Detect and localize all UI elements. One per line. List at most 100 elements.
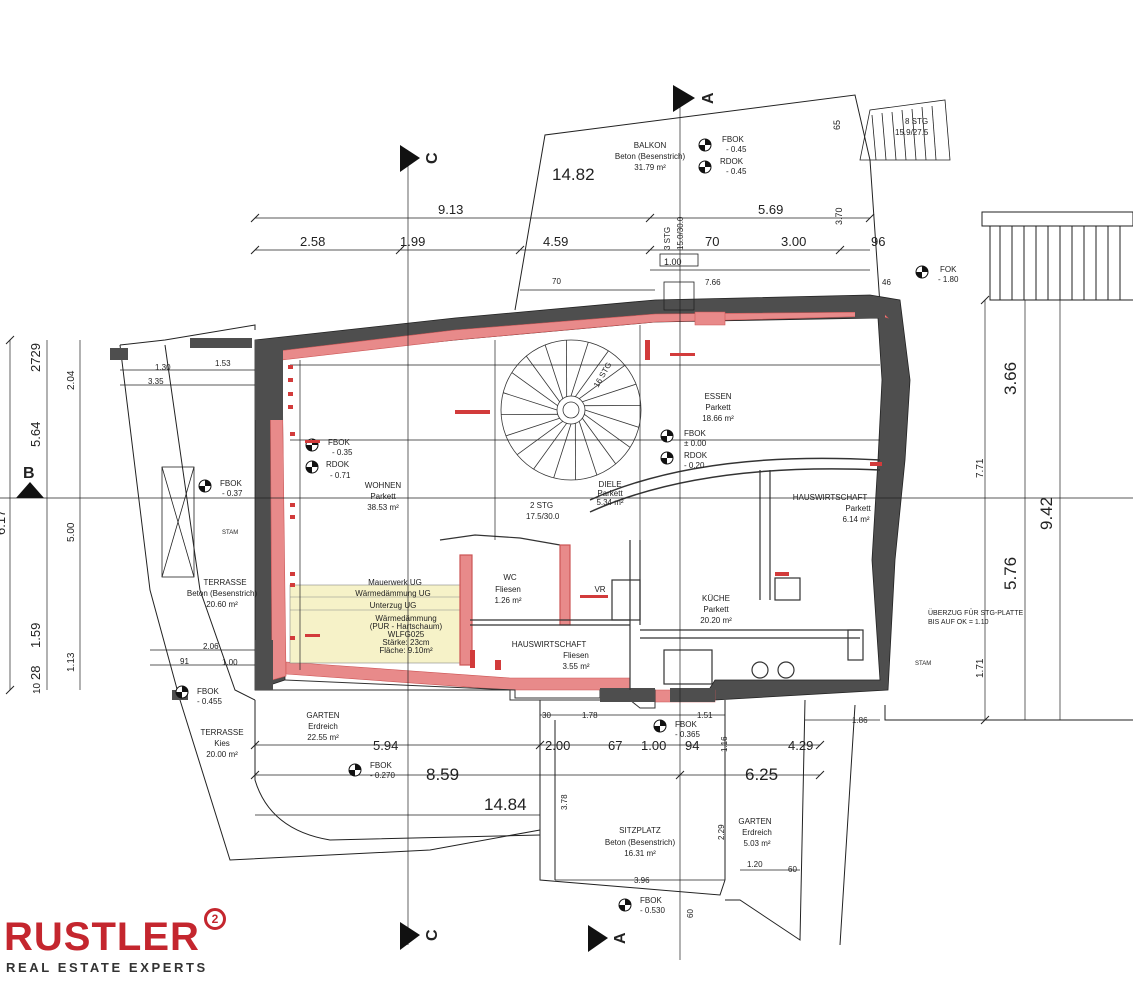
note-stam-1: STAM xyxy=(222,530,238,536)
svg-text:46: 46 xyxy=(882,278,891,287)
section-c-bottom-marker: C xyxy=(400,922,441,950)
spiral-tread xyxy=(553,423,572,478)
svg-text:FBOK: FBOK xyxy=(197,687,219,696)
svg-text:1.59: 1.59 xyxy=(28,623,43,648)
room-terrasse-beton: TERRASSE Beton (Besenstrich) 20.60 m² xyxy=(187,578,258,609)
window-elements xyxy=(161,253,699,578)
svg-text:60: 60 xyxy=(686,909,695,918)
svg-text:4.29: 4.29 xyxy=(788,738,813,753)
dimension-lines xyxy=(0,95,1133,960)
svg-text:7.71: 7.71 xyxy=(975,458,986,478)
spiral-tread xyxy=(544,344,564,399)
svg-text:GARTEN: GARTEN xyxy=(738,817,771,826)
spiral-tread xyxy=(505,417,560,437)
svg-text:16.31 m²: 16.31 m² xyxy=(624,849,656,858)
svg-text:Parkett: Parkett xyxy=(597,489,623,498)
svg-text:30: 30 xyxy=(542,711,551,720)
svg-text:± 0.00: ± 0.00 xyxy=(684,439,707,448)
level-marker-balkon-rdok: RDOK- 0.45 xyxy=(698,157,747,176)
svg-text:- 0.455: - 0.455 xyxy=(197,697,222,706)
fence-structure xyxy=(981,211,1133,301)
svg-text:(PUR - Hartschaum): (PUR - Hartschaum) xyxy=(370,622,443,631)
spiral-tread xyxy=(584,414,631,448)
svg-text:3.55 m²: 3.55 m² xyxy=(562,662,589,671)
spiral-tread xyxy=(578,421,598,476)
section-a-top-label: A xyxy=(700,92,717,104)
svg-text:Erdreich: Erdreich xyxy=(308,722,338,731)
level-marker-sitzplatz-fbok: FBOK- 0.365 xyxy=(653,719,700,739)
svg-text:5.76: 5.76 xyxy=(1001,557,1020,590)
svg-text:- 0.530: - 0.530 xyxy=(640,906,665,915)
svg-text:BALKON: BALKON xyxy=(634,141,667,150)
svg-text:HAUSWIRTSCHAFT: HAUSWIRTSCHAFT xyxy=(793,493,868,502)
svg-text:Beton (Besenstrich): Beton (Besenstrich) xyxy=(605,838,676,847)
room-garten-1: GARTEN Erdreich 22.55 m² xyxy=(306,711,339,742)
svg-text:Parkett: Parkett xyxy=(845,504,871,513)
svg-text:FBOK: FBOK xyxy=(684,429,706,438)
svg-text:1.00: 1.00 xyxy=(222,658,238,667)
svg-text:- 0.45: - 0.45 xyxy=(726,167,747,176)
svg-text:38.53 m²: 38.53 m² xyxy=(367,503,399,512)
svg-text:67: 67 xyxy=(608,738,622,753)
svg-text:96: 96 xyxy=(871,234,885,249)
section-c-bottom-label: C xyxy=(424,929,441,941)
svg-text:60: 60 xyxy=(788,865,797,874)
svg-text:Parkett: Parkett xyxy=(705,403,731,412)
section-b-label: B xyxy=(23,465,35,482)
svg-text:- 0.45: - 0.45 xyxy=(726,145,747,154)
insulation-labels: Mauerwerk UG Wärmedämmung UG Unterzug UG… xyxy=(355,578,442,655)
stair-3stg-ratio: 15.0/30.0 xyxy=(676,216,685,250)
annotation-marks xyxy=(288,340,882,670)
svg-text:5.03 m²: 5.03 m² xyxy=(743,839,770,848)
svg-text:28: 28 xyxy=(28,666,43,680)
insulation-zone xyxy=(289,584,461,664)
level-marker-balkon-fbok: FBOK- 0.45 xyxy=(698,135,747,154)
spiral-staircase xyxy=(500,339,642,481)
section-markers: A C C A B xyxy=(16,85,717,952)
room-vr: VR xyxy=(594,585,605,594)
svg-text:2.29: 2.29 xyxy=(717,824,726,840)
level-marker-essen-fbok: FBOK± 0.00 xyxy=(660,429,707,448)
spiral-tread xyxy=(503,392,558,411)
spiral-tread xyxy=(575,350,609,397)
stair-2stg-count: 2 STG xyxy=(530,501,553,510)
svg-text:1.00: 1.00 xyxy=(641,738,666,753)
svg-text:KÜCHE: KÜCHE xyxy=(702,594,730,603)
room-hauswirtschaft: HAUSWIRTSCHAFT Fliesen 3.55 m² xyxy=(512,640,590,671)
svg-text:14.82: 14.82 xyxy=(552,165,595,184)
svg-text:31.79 m²: 31.79 m² xyxy=(634,163,666,172)
svg-text:Fliesen: Fliesen xyxy=(563,651,589,660)
svg-text:20.20 m²: 20.20 m² xyxy=(700,616,732,625)
svg-text:22.55 m²: 22.55 m² xyxy=(307,733,339,742)
svg-text:Wärmedämmung: Wärmedämmung xyxy=(375,614,436,623)
svg-text:9.42: 9.42 xyxy=(1037,497,1056,530)
svg-text:HAUSWIRTSCHAFT: HAUSWIRTSCHAFT xyxy=(512,640,587,649)
svg-text:5.94: 5.94 xyxy=(373,738,398,753)
svg-text:WLFG025: WLFG025 xyxy=(388,630,425,639)
section-b-marker: B xyxy=(16,465,44,498)
svg-text:3.66: 3.66 xyxy=(1001,362,1020,395)
svg-text:3.78: 3.78 xyxy=(560,794,569,810)
svg-text:Parkett: Parkett xyxy=(703,605,729,614)
svg-text:RDOK: RDOK xyxy=(684,451,708,460)
room-wohnen: WOHNEN Parkett 38.53 m² xyxy=(365,481,402,512)
svg-text:Beton (Besenstrich): Beton (Besenstrich) xyxy=(187,589,258,598)
svg-text:94: 94 xyxy=(685,738,699,753)
svg-text:VR: VR xyxy=(594,585,605,594)
level-marker-garten-fbok: FBOK- 0.270 xyxy=(348,761,395,780)
stair-2stg-ratio: 17.5/30.0 xyxy=(526,512,560,521)
note-ueberzug-2: BIS AUF OK = 1.10 xyxy=(928,619,989,626)
level-markers: FBOK- 0.45 RDOK- 0.45 FOK- 1.80 FBOK- 0.… xyxy=(175,135,959,915)
svg-text:1.86: 1.86 xyxy=(852,716,868,725)
svg-text:5.00: 5.00 xyxy=(66,522,77,542)
brand-tagline: REAL ESTATE EXPERTS xyxy=(6,960,208,975)
svg-text:FBOK: FBOK xyxy=(328,438,350,447)
svg-text:- 1.80: - 1.80 xyxy=(938,275,959,284)
svg-text:1.99: 1.99 xyxy=(400,234,425,249)
svg-text:Stärke: 23cm: Stärke: 23cm xyxy=(382,638,429,647)
svg-text:1.78: 1.78 xyxy=(582,711,598,720)
svg-text:1.53: 1.53 xyxy=(215,359,231,368)
svg-text:ESSEN: ESSEN xyxy=(704,392,731,401)
svg-text:Kies: Kies xyxy=(214,739,230,748)
svg-text:3.96: 3.96 xyxy=(634,876,650,885)
